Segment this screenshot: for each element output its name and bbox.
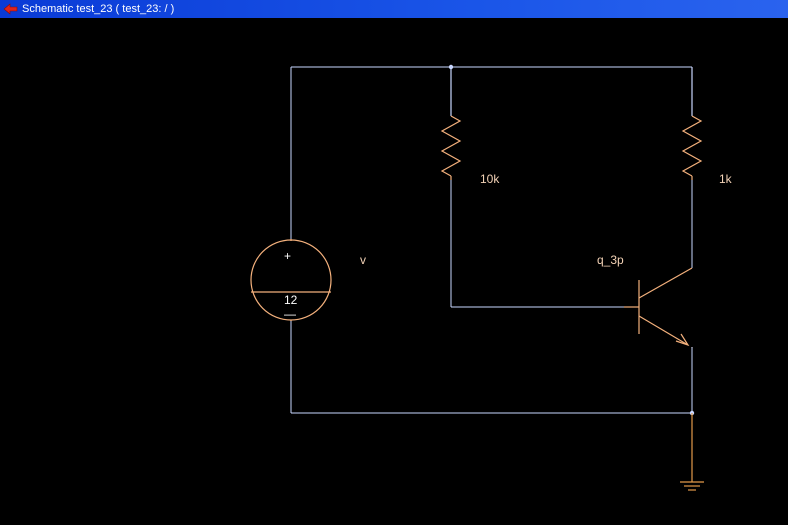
voltage-source-label: v (360, 253, 366, 267)
schematic-app-icon (3, 3, 18, 15)
voltage-source[interactable] (250, 239, 332, 321)
resistor-base[interactable] (440, 67, 462, 180)
voltage-source-plus: + (284, 249, 291, 263)
window-title: Schematic test_23 ( test_23: / ) (22, 3, 175, 15)
voltage-source-minus: — (284, 307, 296, 321)
voltage-source-value: 12 (284, 293, 298, 307)
schematic-canvas[interactable]: + 12 — v 10k 1k q_3p (0, 18, 788, 525)
resistor-collector[interactable] (681, 67, 703, 180)
resistor-base-value: 10k (480, 172, 500, 186)
wires (290, 66, 692, 414)
title-bar[interactable]: Schematic test_23 ( test_23: / ) (0, 0, 788, 18)
transistor-label: q_3p (597, 253, 624, 267)
transistor[interactable] (624, 267, 693, 348)
ground-symbol[interactable] (680, 413, 704, 491)
resistor-collector-value: 1k (719, 172, 733, 186)
